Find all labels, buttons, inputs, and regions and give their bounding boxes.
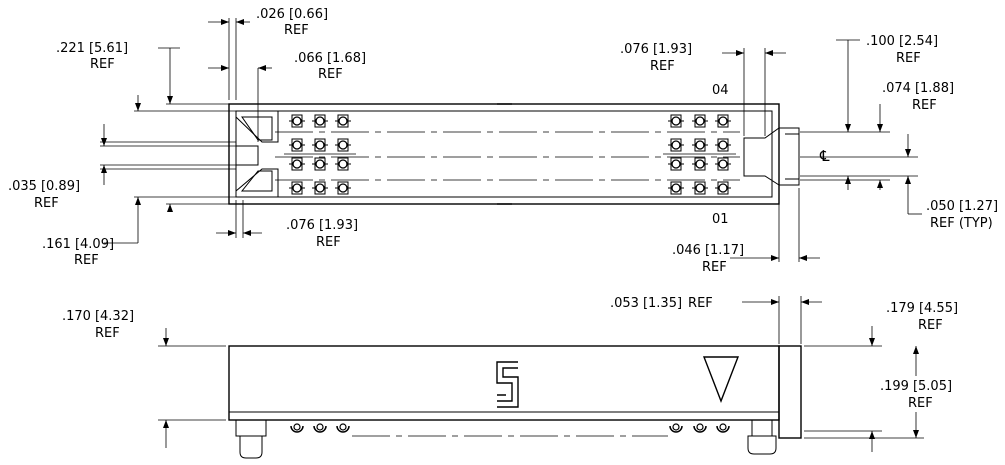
svg-text:REF: REF (912, 98, 937, 113)
svg-text:REF: REF (316, 235, 341, 250)
svg-text:.066[1.68]: .066[1.68] (294, 51, 366, 66)
svg-text:.076[1.93]: .076[1.93] (286, 218, 358, 233)
pin-label-last: 04 (712, 83, 729, 98)
svg-text:.076[1.93]: .076[1.93] (620, 42, 692, 57)
svg-text:.161[4.09]: .161[4.09] (42, 237, 114, 252)
svg-text:REF: REF (95, 326, 120, 341)
svg-text:.074[1.88]: .074[1.88] (882, 81, 954, 96)
pin-group-left (284, 114, 356, 195)
svg-text:REF: REF (34, 196, 59, 211)
svg-text:.170[4.32]: .170[4.32] (62, 309, 134, 324)
svg-text:REF: REF (90, 57, 115, 72)
svg-text:.179[4.55]: .179[4.55] (886, 301, 958, 316)
side-view: .053[1.35]REF .170[4.32] REF .179[4.55] … (62, 296, 958, 459)
svg-text:℄: ℄ (819, 147, 830, 165)
svg-text:.026[0.66]: .026[0.66] (256, 7, 328, 22)
svg-text:.050[1.27]: .050[1.27] (926, 199, 998, 214)
pin-group-right (663, 114, 736, 195)
svg-text:.046[1.17]: .046[1.17] (672, 243, 744, 258)
svg-text:REF: REF (74, 253, 99, 268)
svg-text:REF: REF (702, 260, 727, 275)
svg-text:REF: REF (918, 318, 943, 333)
svg-text:.199[5.05]: .199[5.05] (880, 379, 952, 394)
pin-label-first: 01 (712, 212, 729, 227)
logo-mark (496, 361, 519, 408)
svg-text:REF: REF (650, 59, 675, 74)
svg-text:.053[1.35]REF: .053[1.35]REF (610, 296, 713, 311)
svg-text:.221[5.61]: .221[5.61] (56, 41, 128, 56)
pin1-triangle (702, 356, 740, 403)
svg-text:REF: REF (318, 67, 343, 82)
svg-text:REF (TYP): REF (TYP) (930, 216, 993, 231)
top-view: 04 01 .026[0.66] REF .221[5.61] REF .066… (8, 7, 998, 275)
svg-text:.035[0.89]: .035[0.89] (8, 179, 80, 194)
svg-text:REF: REF (908, 396, 933, 411)
svg-text:REF: REF (284, 23, 309, 38)
svg-text:REF: REF (896, 51, 921, 66)
svg-text:.100[2.54]: .100[2.54] (866, 34, 938, 49)
